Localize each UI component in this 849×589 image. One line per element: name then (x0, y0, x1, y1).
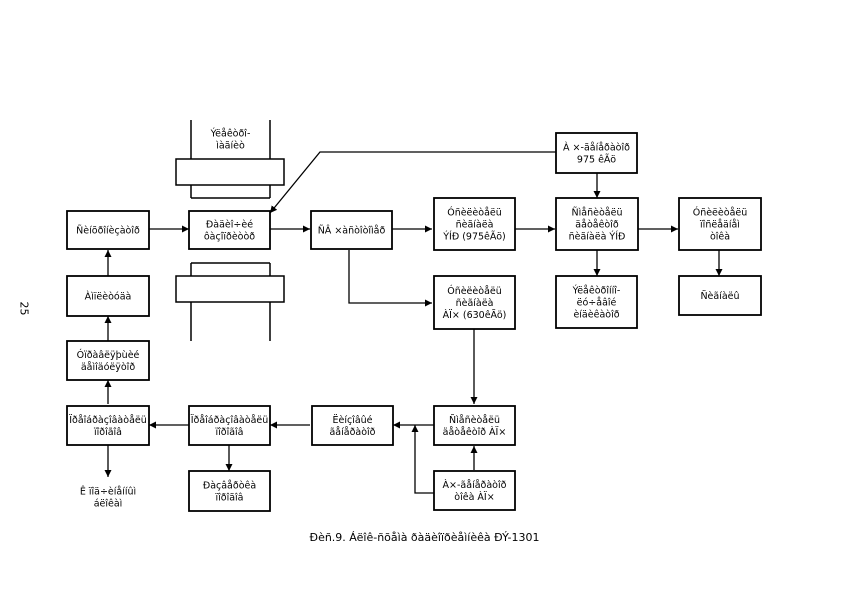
block-label-line: ñèãíàëà ÝÍÐ (569, 231, 626, 243)
block-label-line: ïîðîãîâ (214, 427, 243, 438)
block-frame (188, 405, 271, 446)
block-synthesizer: Ñèíõðîíèçàòîð (66, 210, 150, 250)
block-label-line: Óñèëèòåëü (447, 207, 502, 219)
block-frame (310, 210, 393, 250)
block-frame (66, 340, 150, 381)
block-label-line: äåòåêòîð (575, 220, 619, 231)
block-label-line: Óïðàâëÿþùèé (77, 349, 140, 361)
block-label-line: Ýëåêòðîííî- (572, 285, 621, 297)
block-label-line: Ðàäèî÷èé (206, 220, 253, 231)
block-frame (66, 275, 150, 317)
block-label-line: Ñìåñèòåëü (449, 415, 500, 426)
block-label-line: òîêà (710, 232, 730, 243)
block-frame (678, 197, 762, 251)
block-frame (188, 470, 271, 512)
block-label-line: Ïðåîáðàçîâàòåëü (191, 415, 269, 426)
block-frame (188, 210, 271, 250)
block-label-line: ÀÏ× (630êÃö) (443, 309, 507, 321)
block-frame (678, 275, 762, 316)
block-frame (433, 197, 516, 251)
block-label-line: òîêà ÀÏ× (454, 491, 494, 503)
block-label-line: Óñèëèòåëü (693, 207, 748, 219)
block-label-line: ÑÂ ×àñòîòîìåð (318, 225, 386, 237)
block-label-line: Ñèíõðîíèçàòîð (76, 226, 140, 237)
block-label-line: èíäèêàòîð (573, 310, 619, 321)
block-sv-converter: ÑÂ ×àñòîòîìåð (310, 210, 393, 250)
block-frame (66, 210, 150, 250)
block-label-line: Ñèãíàëû (700, 291, 739, 302)
block-label-line: äåòåêòîð ÀÏ× (443, 426, 507, 438)
figure-caption: Ðèñ.9. Áëîê-ñõåìà ðàäèîïðèåìíèêà ÐÝ-1301 (309, 531, 540, 544)
block-label-line: ïîðîãîâ (93, 427, 122, 438)
block-label-line: Óñèëèòåëü (447, 285, 502, 297)
block-frame (555, 275, 638, 329)
block-frame (433, 405, 516, 446)
block-frame (433, 275, 516, 330)
block-label-line: ïîðîãîâ (214, 493, 243, 504)
block-label-line: ñèãíàëà (456, 220, 494, 231)
block-label-line: ÝÍÐ (975êÃö) (442, 231, 506, 243)
block-label-line: ôàçîïðèòòð (204, 232, 255, 243)
block-label-line: Ê ïîä÷èíåííûì (80, 486, 136, 498)
block-label-line: 975 êÃö (577, 155, 616, 166)
block-label-line: À×-ãåíåðàòîð (443, 479, 507, 491)
block-label-line: Ýëåêòðî- (210, 128, 251, 140)
block-frame (433, 470, 516, 511)
block-label-line: ïîñëåäíåì (699, 220, 740, 231)
block-label-line: Ðàçâåðòêà (203, 481, 256, 492)
block-label-line: äåìîäóëÿòîð (81, 362, 135, 373)
block-label-line: ñèãíàëà (456, 298, 494, 309)
block-amplifier: Àìïëèòóäà (66, 275, 150, 317)
page-number: 25 (17, 301, 31, 316)
block-signal-out: Ñèãíàëû (678, 275, 762, 316)
antenna-assembly (175, 120, 285, 341)
block-label-line: Àìïëèòóäà (85, 291, 132, 303)
connections (104, 151, 723, 494)
block-label-line: À ×-ãåíåðàòîð (563, 142, 630, 154)
block-label-line: áëîêàì (94, 499, 123, 510)
block-frame (66, 405, 150, 446)
block-antenna-box: Ýëåêòðî-ìàãíèò (210, 128, 251, 152)
block-label-line: ãåíåðàòîð (329, 427, 375, 438)
block-frame (311, 405, 394, 446)
block-label-line: Ñìåñèòåëü (572, 208, 623, 219)
block-label-line: Ëèíçîâûé (332, 415, 372, 426)
block-label-line: ìàãíèò (215, 141, 245, 152)
block-label-line: ëó÷åâîé (577, 298, 617, 309)
block-label-line: Ïðåîáðàçîâàòåëü (69, 415, 147, 426)
block-frame (555, 132, 638, 174)
block-frame (555, 197, 639, 251)
